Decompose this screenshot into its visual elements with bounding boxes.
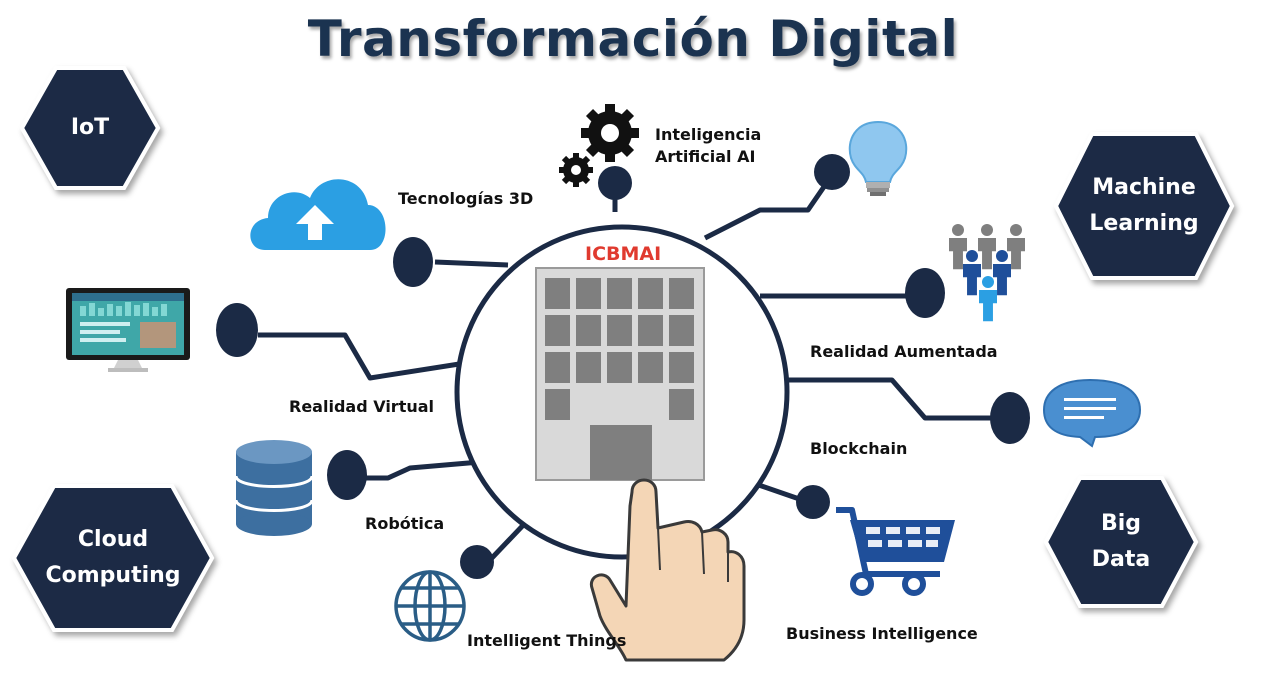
hex-ml-line-1: Machine [1092,175,1196,200]
gear-tooth [573,153,579,159]
building-window [638,315,663,346]
connector-robotica [360,459,481,481]
cloud-upload-icon [250,179,386,250]
hexagon-cloud-computing [11,484,215,632]
hexagons [11,66,1235,632]
person-body [993,264,1011,296]
building-window [607,315,632,346]
lightbulb-icon [848,120,908,196]
globe-icon [394,570,466,642]
building-window [545,352,570,383]
building-window [545,315,570,346]
connector-monitor [258,332,473,381]
gear-tooth [585,108,600,123]
hex-bigdata-line-2: Data [1091,547,1151,572]
hexagon-machine-learning [1053,132,1235,280]
gear-tooth [605,104,615,113]
building-window [669,278,694,309]
hex-ml-line-2: Learning [1089,211,1199,236]
building-window [669,315,694,346]
gear-tooth [630,128,639,138]
hex-bigdata-line-1: Big [1100,511,1142,536]
person-head [966,250,978,262]
person-body [978,238,996,270]
speech-bubble-icon [1042,378,1142,448]
building-window [669,352,694,383]
connector-dots [216,154,1030,579]
label-intelligent-things: Intelligent Things [467,631,627,650]
person-head [1010,224,1022,236]
building-window [545,278,570,309]
label-realidad-aumentada: Realidad Aumentada [810,342,998,361]
person-body [1007,238,1025,270]
hexagon-big-data [1043,476,1199,608]
label-robotica: Robótica [365,514,445,533]
gear-tooth [605,153,615,162]
person-head [952,224,964,236]
building-window [669,389,694,420]
connector-lines [258,176,1000,562]
building-window [638,278,663,309]
gear-tooth [620,108,635,123]
label-ai-line-1: Inteligencia [655,125,762,144]
gear-tooth [620,143,635,158]
person-head [982,276,994,288]
gear-tooth [559,167,565,173]
hex-cloud-line-1: Cloud [77,527,149,552]
shopping-cart-icon [836,507,955,596]
monitor-dashboard-icon [66,288,190,372]
person-body [963,264,981,296]
page-title: Transformación Digital [307,10,959,68]
gear-tooth [573,181,579,187]
gear-tooth [581,128,590,138]
hex-iot-line-1: IoT [70,115,110,140]
hex-label-iot: IoT [22,110,158,146]
hex-label-machine-learning: Machine Learning [1056,170,1232,242]
building-icon [535,267,705,481]
building-window [638,352,663,383]
gear-tooth [587,167,593,173]
gear-tooth [585,143,600,158]
person-head [981,224,993,236]
center-brand-label: ICBMAI [585,243,662,265]
building-window [545,389,570,420]
label-realidad-virtual: Realidad Virtual [289,397,435,416]
building-window [607,352,632,383]
hexagon-iot [19,66,161,190]
hex-label-cloud-computing: Cloud Computing [14,522,212,594]
hex-label-big-data: Big Data [1046,506,1196,578]
person-body [949,238,967,270]
building-window [576,278,601,309]
person-head [996,250,1008,262]
database-icon [234,440,314,536]
building-window [576,315,601,346]
pointing-hand-icon [589,478,746,662]
label-tecnologias-3d: Tecnologías 3D [398,189,534,208]
connector-bulb [703,176,833,241]
building-window [576,352,601,383]
label-ai-line-2: Artificial AI [655,147,756,166]
label-blockchain: Blockchain [810,439,908,458]
label-ai: Inteligencia Artificial AI [655,124,761,168]
connector-3d [434,259,509,268]
label-business-intelligence: Business Intelligence [786,624,978,643]
hex-cloud-line-2: Computing [45,563,181,588]
people-group-icon [949,224,1025,322]
person-body [979,290,997,322]
connector-bubble [785,377,1000,421]
gears-icon [559,104,639,187]
building-window [607,278,632,309]
